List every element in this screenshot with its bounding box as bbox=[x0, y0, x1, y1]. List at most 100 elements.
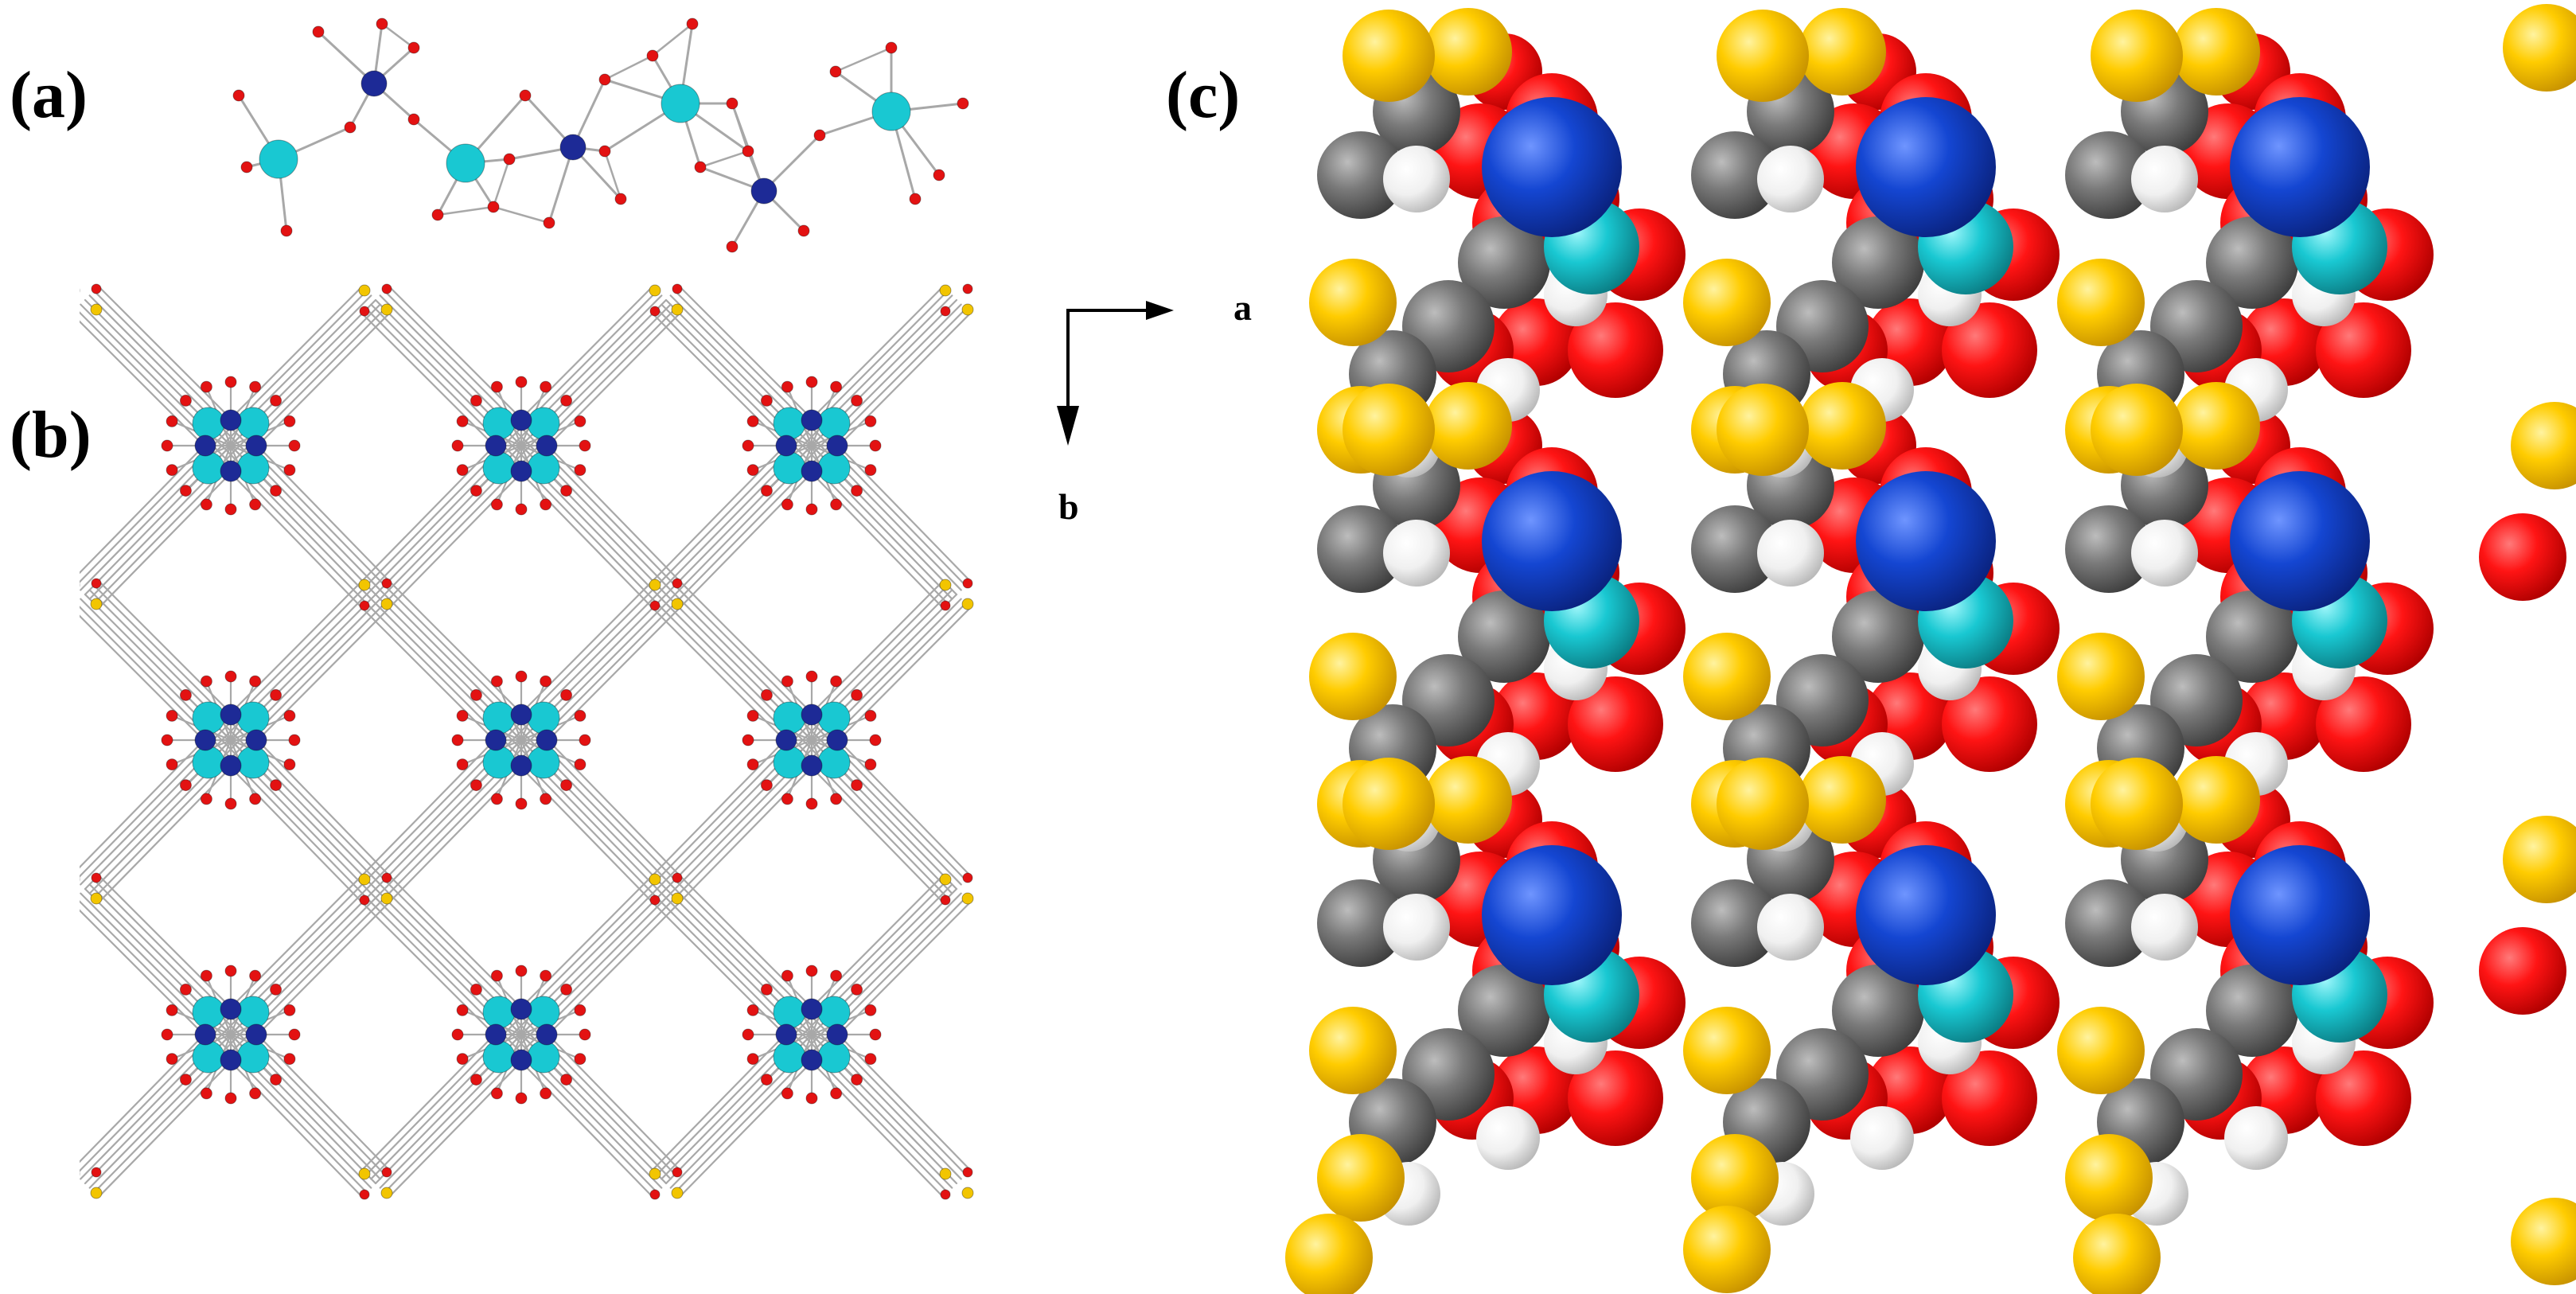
panel-label-c: (c) bbox=[1166, 58, 1241, 132]
oxygen-atom bbox=[470, 485, 482, 497]
metal-atom-cyan bbox=[661, 84, 700, 123]
sulfur-sphere bbox=[1343, 758, 1435, 850]
bond bbox=[824, 726, 972, 877]
hydrogen-sphere bbox=[1383, 520, 1450, 587]
bond bbox=[506, 285, 654, 434]
metal-sphere-blue bbox=[1482, 97, 1622, 237]
bond bbox=[388, 458, 536, 609]
oxygen-atom bbox=[574, 1004, 587, 1016]
oxygen-atom bbox=[312, 25, 325, 38]
oxygen-atom bbox=[200, 969, 212, 982]
carbon-sphere bbox=[1691, 505, 1779, 593]
sulfur-sphere bbox=[1683, 1007, 1771, 1094]
oxygen-atom bbox=[240, 161, 253, 173]
oxygen-atom bbox=[851, 983, 863, 996]
metal-atom-blue bbox=[220, 704, 242, 726]
bond bbox=[360, 312, 509, 461]
sulfur-atom bbox=[649, 873, 661, 886]
sulfur-atom bbox=[380, 1187, 393, 1199]
oxygen-atom bbox=[283, 1004, 296, 1016]
hydrogen-sphere bbox=[2131, 146, 2198, 212]
oxygen-sphere bbox=[2316, 676, 2411, 772]
oxygen-atom bbox=[579, 439, 591, 452]
oxygen-atom bbox=[224, 965, 237, 977]
metal-atom-blue bbox=[801, 460, 823, 482]
metal-atom-cyan bbox=[482, 701, 516, 735]
bond bbox=[797, 285, 945, 434]
metal-atom-blue bbox=[775, 1023, 797, 1046]
bond bbox=[506, 579, 654, 728]
sulfur-sphere bbox=[1799, 8, 1886, 95]
oxygen-atom bbox=[560, 1074, 573, 1086]
metal-atom-blue bbox=[510, 460, 532, 482]
bond bbox=[388, 1047, 536, 1198]
bond bbox=[797, 1047, 944, 1198]
metal-atom-cyan bbox=[446, 143, 485, 183]
sulfur-sphere bbox=[1309, 1007, 1397, 1094]
sulfur-sphere bbox=[1343, 10, 1435, 102]
metal-sphere-blue bbox=[2230, 97, 2370, 237]
oxygen-atom bbox=[470, 983, 482, 996]
oxygen-atom bbox=[470, 688, 482, 701]
bond bbox=[360, 1020, 509, 1171]
metal-atom-cyan bbox=[482, 746, 516, 779]
oxygen-atom bbox=[574, 709, 587, 722]
oxygen-atom bbox=[962, 872, 973, 883]
metal-atom-blue bbox=[510, 1049, 532, 1071]
oxygen-atom bbox=[614, 193, 627, 205]
sulfur-sphere bbox=[2173, 756, 2260, 844]
carbon-sphere bbox=[2065, 505, 2153, 593]
bond bbox=[534, 726, 681, 877]
sulfur-atom bbox=[358, 284, 371, 297]
oxygen-atom bbox=[200, 498, 212, 511]
oxygen-sphere bbox=[2479, 513, 2566, 601]
oxygen-atom bbox=[760, 779, 773, 792]
oxygen-atom bbox=[503, 153, 516, 166]
bond bbox=[679, 752, 827, 903]
oxygen-atom bbox=[166, 709, 178, 722]
oxygen-atom bbox=[742, 439, 754, 452]
oxygen-atom bbox=[270, 779, 283, 792]
oxygen-atom bbox=[746, 758, 759, 771]
sulfur-sphere bbox=[2511, 1198, 2576, 1285]
carbon-sphere bbox=[2206, 965, 2298, 1057]
metal-atom-blue bbox=[775, 435, 797, 457]
oxygen-atom bbox=[515, 797, 528, 810]
oxygen-atom bbox=[359, 600, 370, 611]
bond bbox=[651, 431, 799, 583]
metal-atom-cyan bbox=[817, 701, 851, 735]
oxygen-atom bbox=[376, 18, 388, 30]
oxygen-atom bbox=[962, 1167, 973, 1178]
sulfur-sphere bbox=[2503, 816, 2576, 903]
oxygen-atom bbox=[909, 193, 922, 205]
metal-atom-blue bbox=[245, 729, 267, 751]
oxygen-atom bbox=[869, 1028, 882, 1041]
axis-label-a: a bbox=[1233, 287, 1252, 328]
oxygen-atom bbox=[940, 600, 951, 611]
bond bbox=[534, 431, 681, 583]
oxygen-atom bbox=[540, 498, 552, 511]
sulfur-sphere bbox=[1683, 633, 1771, 720]
bond bbox=[360, 901, 509, 1050]
metal-atom-cyan bbox=[236, 746, 270, 779]
metal-atom-cyan bbox=[192, 407, 225, 440]
bond bbox=[80, 320, 219, 461]
oxygen-atom bbox=[646, 49, 659, 62]
sulfur-sphere bbox=[1424, 8, 1512, 95]
bond bbox=[506, 874, 654, 1023]
metal-atom-blue bbox=[536, 729, 558, 751]
metal-atom-cyan bbox=[817, 451, 851, 485]
bond bbox=[216, 1047, 363, 1198]
oxygen-atom bbox=[781, 793, 793, 805]
oxygen-atom bbox=[598, 145, 611, 158]
bond bbox=[244, 431, 391, 583]
sulfur-atom bbox=[961, 303, 974, 316]
carbon-sphere bbox=[1691, 879, 1779, 967]
sulfur-sphere bbox=[1799, 382, 1886, 470]
oxygen-atom bbox=[649, 306, 661, 317]
oxygen-atom bbox=[940, 306, 951, 317]
hydrogen-sphere bbox=[1383, 894, 1450, 961]
oxygen-atom bbox=[490, 498, 503, 511]
hydrogen-sphere bbox=[1476, 1106, 1540, 1170]
sulfur-atom bbox=[671, 303, 684, 316]
